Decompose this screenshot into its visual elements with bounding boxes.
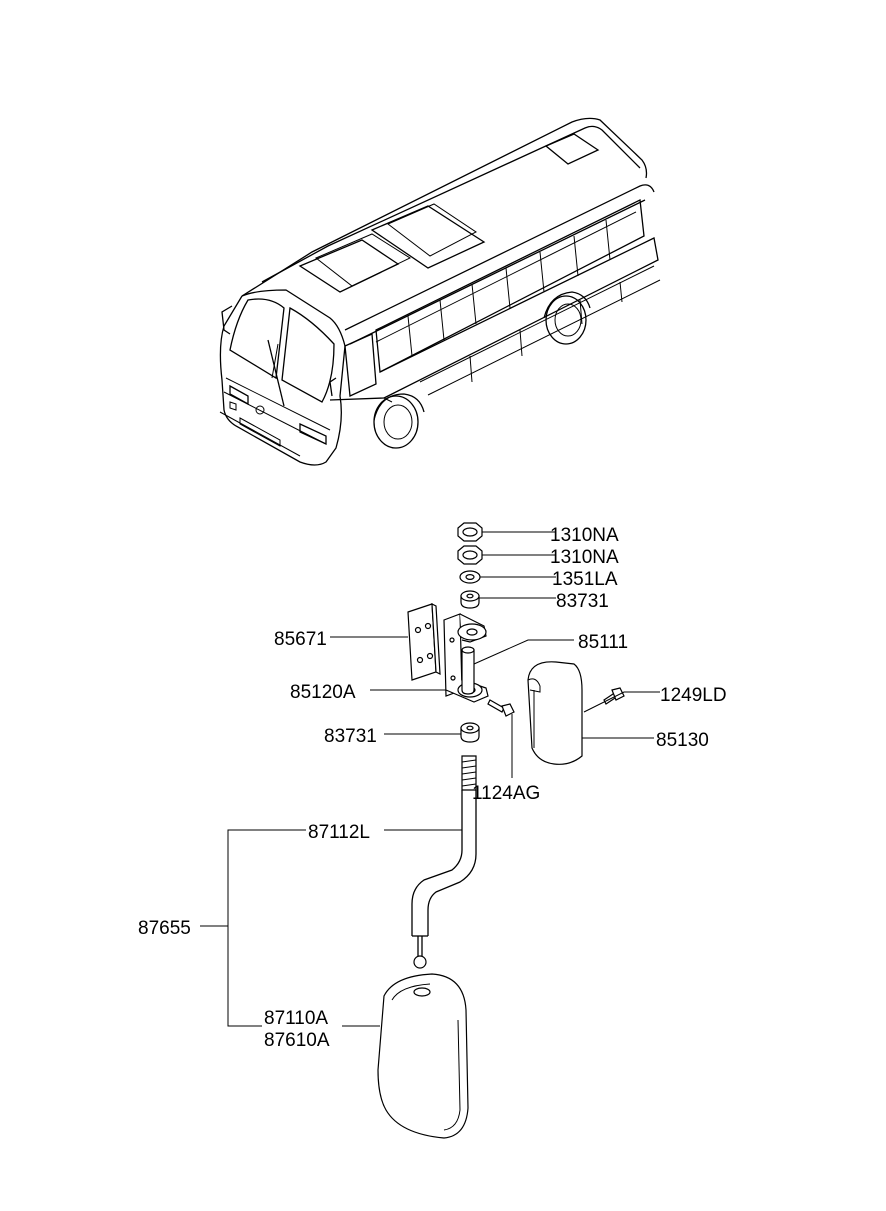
washer bbox=[459, 570, 481, 584]
mounting-plate bbox=[407, 602, 441, 681]
mirror-stay bbox=[411, 755, 477, 969]
label-1351la: 1351LA bbox=[552, 569, 618, 590]
label-85671: 85671 bbox=[274, 629, 327, 650]
bolt bbox=[487, 699, 515, 717]
bus-illustration bbox=[219, 117, 661, 466]
label-87655: 87655 bbox=[138, 918, 191, 939]
hex-nut-second bbox=[457, 545, 483, 565]
label-1249ld: 1249LD bbox=[660, 685, 727, 706]
label-83731-upper: 83731 bbox=[556, 591, 609, 612]
mirror-head bbox=[377, 973, 469, 1139]
label-87610a: 87610A bbox=[264, 1030, 330, 1051]
cover bbox=[527, 661, 583, 765]
label-1310na-top: 1310NA bbox=[550, 525, 619, 546]
label-87110a: 87110A bbox=[264, 1008, 328, 1029]
shaft bbox=[461, 646, 475, 695]
label-85130: 85130 bbox=[656, 730, 709, 751]
screw-cover bbox=[603, 687, 625, 705]
leader-lines bbox=[200, 531, 660, 1027]
part-labels: 1310NA 1310NA 1351LA 83731 85111 85671 8… bbox=[138, 525, 727, 1051]
label-1310na-second: 1310NA bbox=[550, 547, 619, 568]
label-83731-lower: 83731 bbox=[324, 726, 377, 747]
bushing-upper bbox=[460, 590, 480, 609]
hex-nut-top bbox=[457, 522, 483, 542]
bushing-lower bbox=[460, 722, 480, 743]
label-1124ag: 1124AG bbox=[472, 783, 540, 804]
label-85120a: 85120A bbox=[290, 682, 356, 703]
label-87112l: 87112L bbox=[308, 822, 370, 843]
label-85111: 85111 bbox=[578, 632, 628, 653]
